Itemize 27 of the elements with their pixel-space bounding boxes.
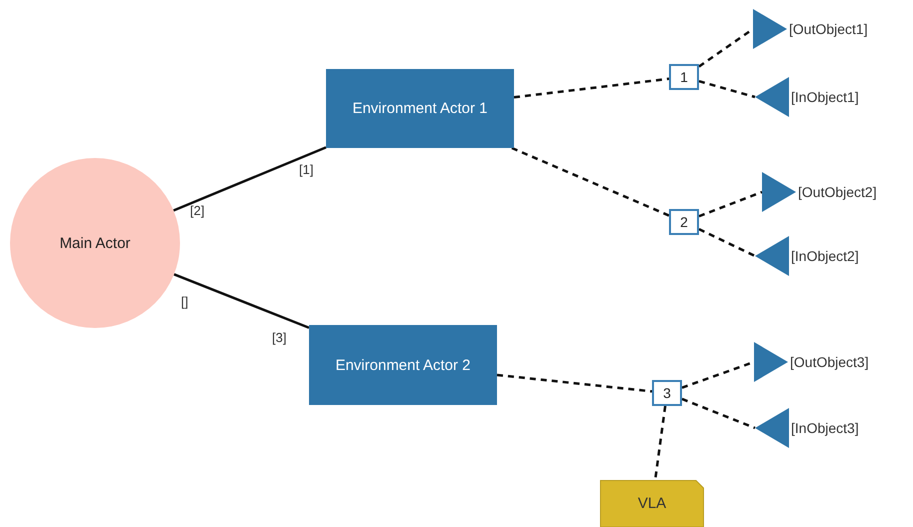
end-label: [2] bbox=[190, 203, 204, 218]
end-label: [3] bbox=[272, 330, 286, 345]
end-label: [1] bbox=[299, 162, 314, 177]
connector-line bbox=[514, 78, 670, 99]
object-label: [InObject3] bbox=[791, 420, 859, 436]
folder-shape: VLA bbox=[600, 480, 704, 527]
object-label: [InObject2] bbox=[791, 248, 859, 264]
port-box: 3 bbox=[652, 380, 682, 406]
object-label: [OutObject3] bbox=[790, 354, 869, 370]
connector-line bbox=[698, 190, 762, 218]
connector-line bbox=[511, 146, 670, 217]
connector-line bbox=[682, 398, 756, 430]
connector-line bbox=[174, 273, 310, 329]
port-box: 1 bbox=[669, 64, 699, 90]
connector-line bbox=[173, 146, 326, 212]
connector-line bbox=[698, 80, 756, 98]
end-label: [] bbox=[181, 294, 188, 309]
connector-line bbox=[698, 228, 756, 258]
actor-box: Environment Actor 2 bbox=[309, 325, 497, 405]
connector-line bbox=[496, 374, 652, 393]
connector-line bbox=[654, 406, 666, 480]
actor-circle: Main Actor bbox=[10, 158, 180, 328]
object-label: [OutObject2] bbox=[798, 184, 877, 200]
object-label: [InObject1] bbox=[791, 89, 859, 105]
object-label: [OutObject1] bbox=[789, 21, 868, 37]
actor-box: Environment Actor 1 bbox=[326, 69, 514, 148]
port-box: 2 bbox=[669, 209, 699, 235]
